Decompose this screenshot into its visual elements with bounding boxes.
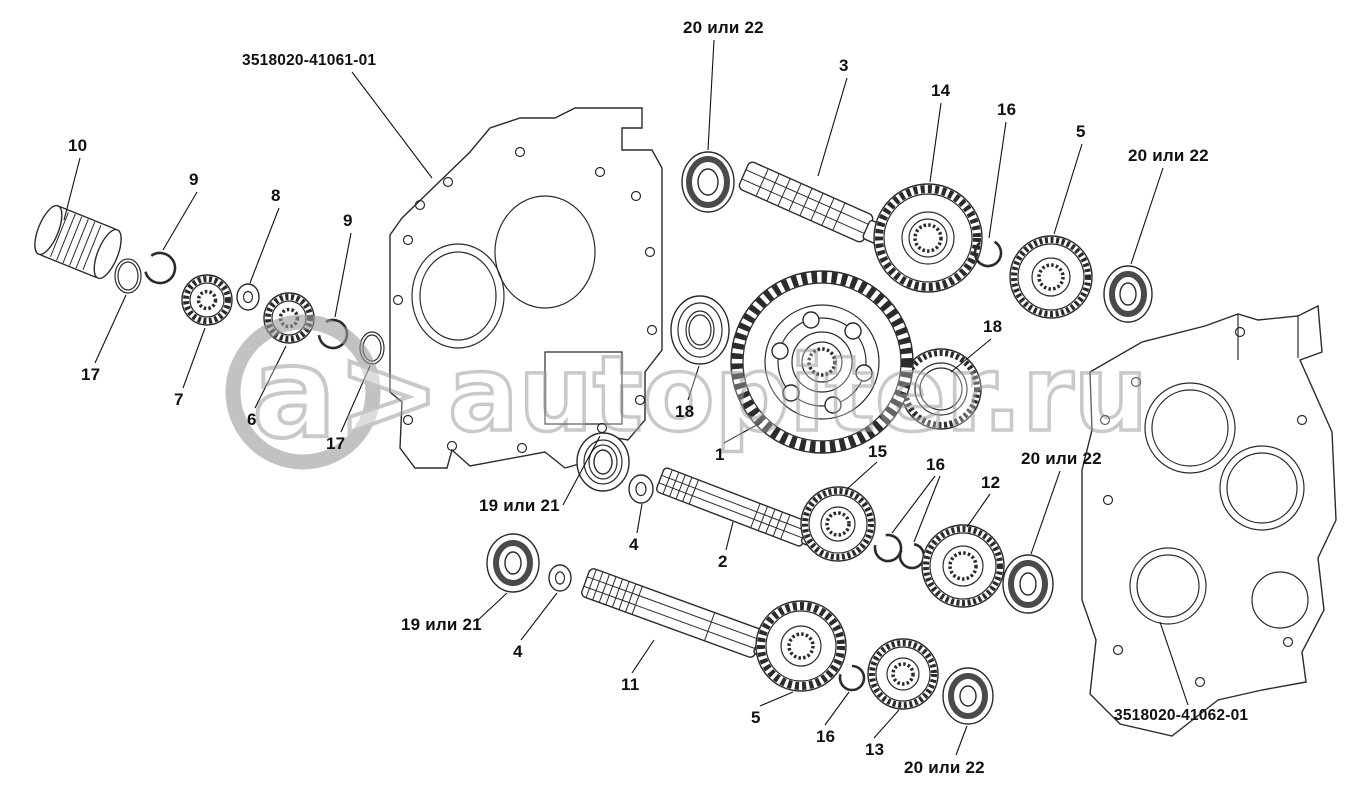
bearing-19-21-upper	[576, 432, 630, 492]
label-bearing-20-22-upper-right: 20 или 22	[1128, 146, 1209, 165]
label-part-16-middle: 16	[926, 455, 946, 474]
label-part-9-right: 9	[343, 211, 353, 230]
watermark-site-text: autopiter.ru	[448, 333, 1148, 455]
label-part-15: 15	[868, 442, 888, 461]
label-part-17-right: 17	[326, 434, 346, 453]
label-housing-41061: 3518020-41061-01	[242, 52, 377, 69]
gear-13	[867, 638, 939, 710]
washer-4-lower	[548, 564, 572, 592]
left-housing	[389, 107, 663, 469]
watermark: a> autopiter.ru	[225, 314, 1150, 470]
shaft-11	[581, 568, 781, 661]
bearing-20-22-upper-right	[1103, 265, 1153, 323]
washer-4-upper	[628, 474, 654, 504]
label-bearing-20-22-bottom: 20 или 22	[904, 758, 985, 777]
leader-lines	[63, 39, 1189, 756]
bearing-20-22-top	[681, 151, 735, 213]
label-housing-41062: 3518020-41062-01	[1114, 707, 1249, 724]
bearing-19-21-lower	[486, 533, 540, 593]
gear-7	[181, 274, 233, 326]
main-gear-1	[730, 270, 914, 454]
label-part-5-top: 5	[1076, 122, 1086, 141]
label-part-7: 7	[174, 390, 184, 409]
label-part-11: 11	[621, 675, 640, 694]
label-bearing-19-21-upper: 19 или 21	[479, 496, 560, 515]
snap-ring-16-middle-a	[873, 533, 903, 563]
label-part-18-center: 18	[675, 402, 695, 421]
watermark-logo-circle	[225, 314, 381, 470]
seal-ring-18-center	[670, 295, 730, 365]
label-part-13: 13	[865, 740, 885, 759]
bearing-20-22-middle-right	[1002, 554, 1054, 614]
label-part-6: 6	[247, 410, 257, 429]
snap-ring-16-top	[973, 238, 1003, 268]
snap-ring-16-bottom	[838, 664, 866, 692]
washer-8	[236, 283, 260, 311]
label-part-14: 14	[931, 81, 951, 100]
snap-ring-9-left	[143, 251, 177, 285]
shaft-3	[738, 161, 891, 247]
label-bearing-20-22-middle-right: 20 или 22	[1021, 449, 1102, 468]
label-part-12: 12	[981, 473, 1001, 492]
label-bearing-20-22-top: 20 или 22	[683, 18, 764, 37]
label-part-5-bottom: 5	[751, 708, 761, 727]
label-bearing-19-21-lower: 19 или 21	[401, 615, 482, 634]
watermark-logo-text: a>	[252, 321, 441, 466]
label-part-17-left: 17	[81, 365, 101, 384]
gear-5-bottom	[755, 600, 847, 692]
label-part-4-lower: 4	[513, 642, 523, 661]
gear-5-top	[1009, 235, 1093, 319]
label-part-2: 2	[718, 552, 728, 571]
label-part-8: 8	[271, 186, 281, 205]
label-part-4-upper: 4	[629, 535, 639, 554]
label-part-16-bottom: 16	[816, 727, 836, 746]
needle-bearing-sleeve-10	[34, 204, 122, 280]
gear-15	[800, 486, 876, 562]
gear-12	[921, 524, 1005, 608]
label-part-9-left: 9	[189, 170, 199, 189]
label-part-1: 1	[715, 445, 725, 464]
label-part-16-top: 16	[997, 100, 1017, 119]
gear-14	[873, 183, 983, 293]
label-part-18-right: 18	[983, 317, 1003, 336]
label-part-10: 10	[68, 136, 88, 155]
spacer-ring-17-left	[114, 258, 142, 294]
bearing-20-22-bottom	[942, 667, 994, 725]
label-part-3: 3	[839, 56, 849, 75]
right-housing	[1081, 304, 1337, 737]
